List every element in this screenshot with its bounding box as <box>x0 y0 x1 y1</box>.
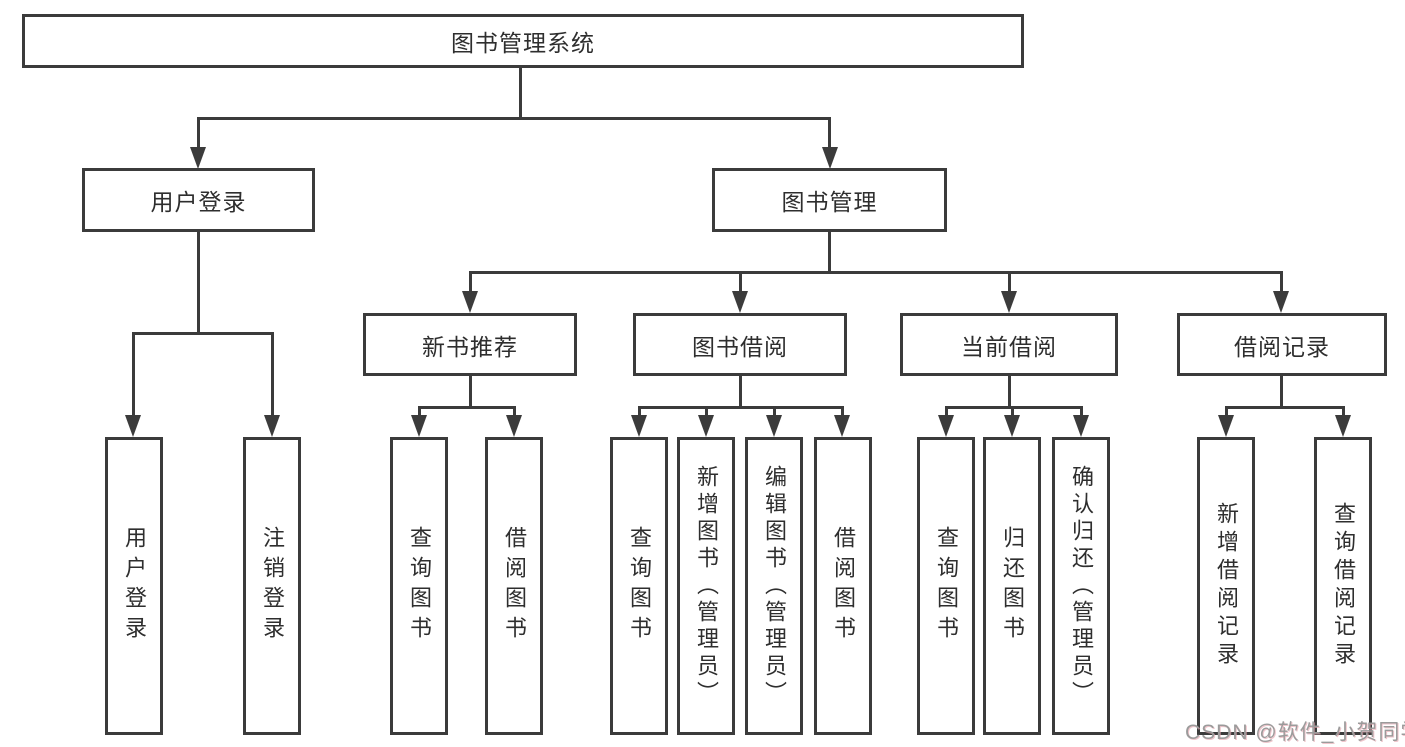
arrow-down-icon <box>1073 415 1089 437</box>
node-root: 图书管理系统 <box>22 14 1024 68</box>
connector-leaf-drop <box>418 406 421 418</box>
leaf-query-books-borrow: 查询图书 <box>610 437 668 735</box>
arrow-down-icon <box>822 147 838 169</box>
connector-user-login-drop <box>197 117 200 149</box>
arrow-down-icon <box>190 147 206 169</box>
connector-l3-drop <box>739 271 742 293</box>
connector-l3-drop <box>1280 271 1283 293</box>
leaf-edit-books-admin: 编辑图书（管理员） <box>745 437 803 735</box>
connector-leaf-drop <box>705 406 708 418</box>
arrow-down-icon <box>264 415 280 437</box>
arrow-down-icon <box>1218 415 1234 437</box>
arrow-down-icon <box>506 415 522 437</box>
connector-leaf-drop <box>841 406 844 418</box>
node-user-login: 用户登录 <box>82 168 315 232</box>
leaf-confirm-return-admin: 确认归还（管理员） <box>1052 437 1110 735</box>
leaf-borrow-books-recommend: 借阅图书 <box>485 437 543 735</box>
connector-book-mgmt-stub <box>828 232 831 274</box>
arrow-down-icon <box>1335 415 1351 437</box>
connector-user-login-stub <box>197 232 200 334</box>
leaf-query-books-recommend: 查询图书 <box>390 437 448 735</box>
connector-recommend-rail <box>418 406 516 409</box>
connector-leaf-drop <box>513 406 516 418</box>
arrow-down-icon <box>938 415 954 437</box>
connector-leaf-drop <box>638 406 641 418</box>
connector-level2-rail <box>197 117 831 120</box>
connector-records-stub <box>1280 376 1283 409</box>
leaf-add-borrow-record: 新增借阅记录 <box>1197 437 1255 735</box>
leaf-logout: 注销登录 <box>243 437 301 735</box>
connector-level3-rail <box>469 271 1283 274</box>
arrow-down-icon <box>766 415 782 437</box>
connector-root-stub <box>519 68 522 118</box>
connector-leaf-drop <box>132 332 135 417</box>
arrow-down-icon <box>411 415 427 437</box>
node-new-book-recommendation: 新书推荐 <box>363 313 577 376</box>
leaf-query-borrow-record: 查询借阅记录 <box>1314 437 1372 735</box>
arrow-down-icon <box>125 415 141 437</box>
arrow-down-icon <box>834 415 850 437</box>
connector-leaf-drop <box>1080 406 1083 418</box>
connector-borrow-stub <box>739 376 742 409</box>
arrow-down-icon <box>631 415 647 437</box>
leaf-add-books-admin: 新增图书（管理员） <box>677 437 735 735</box>
node-book-management: 图书管理 <box>712 168 947 232</box>
connector-leaf-drop <box>271 332 274 417</box>
csdn-watermark: CSDN @软件_小贺同学 <box>1185 721 1405 744</box>
connector-leaf-drop <box>1342 406 1345 418</box>
leaf-return-books: 归还图书 <box>983 437 1041 735</box>
connector-user-login-rail <box>132 332 274 335</box>
connector-leaf-drop <box>945 406 948 418</box>
connector-recommend-stub <box>469 376 472 409</box>
arrow-down-icon <box>698 415 714 437</box>
arrow-down-icon <box>1004 415 1020 437</box>
node-current-borrowing: 当前借阅 <box>900 313 1118 376</box>
node-book-borrowing: 图书借阅 <box>633 313 847 376</box>
arrow-down-icon <box>1001 291 1017 313</box>
connector-leaf-drop <box>1011 406 1014 418</box>
connector-l3-drop <box>469 271 472 293</box>
connector-records-rail <box>1225 406 1343 409</box>
node-borrowing-records: 借阅记录 <box>1177 313 1387 376</box>
connector-book-mgmt-drop <box>828 117 831 149</box>
arrow-down-icon <box>1273 291 1289 313</box>
leaf-borrow-books: 借阅图书 <box>814 437 872 735</box>
connector-current-stub <box>1008 376 1011 409</box>
leaf-query-books-current: 查询图书 <box>917 437 975 735</box>
connector-leaf-drop <box>773 406 776 418</box>
connector-leaf-drop <box>1225 406 1228 418</box>
leaf-user-login: 用户登录 <box>105 437 163 735</box>
connector-l3-drop <box>1008 271 1011 293</box>
arrow-down-icon <box>462 291 478 313</box>
connector-borrow-rail <box>638 406 843 409</box>
arrow-down-icon <box>732 291 748 313</box>
